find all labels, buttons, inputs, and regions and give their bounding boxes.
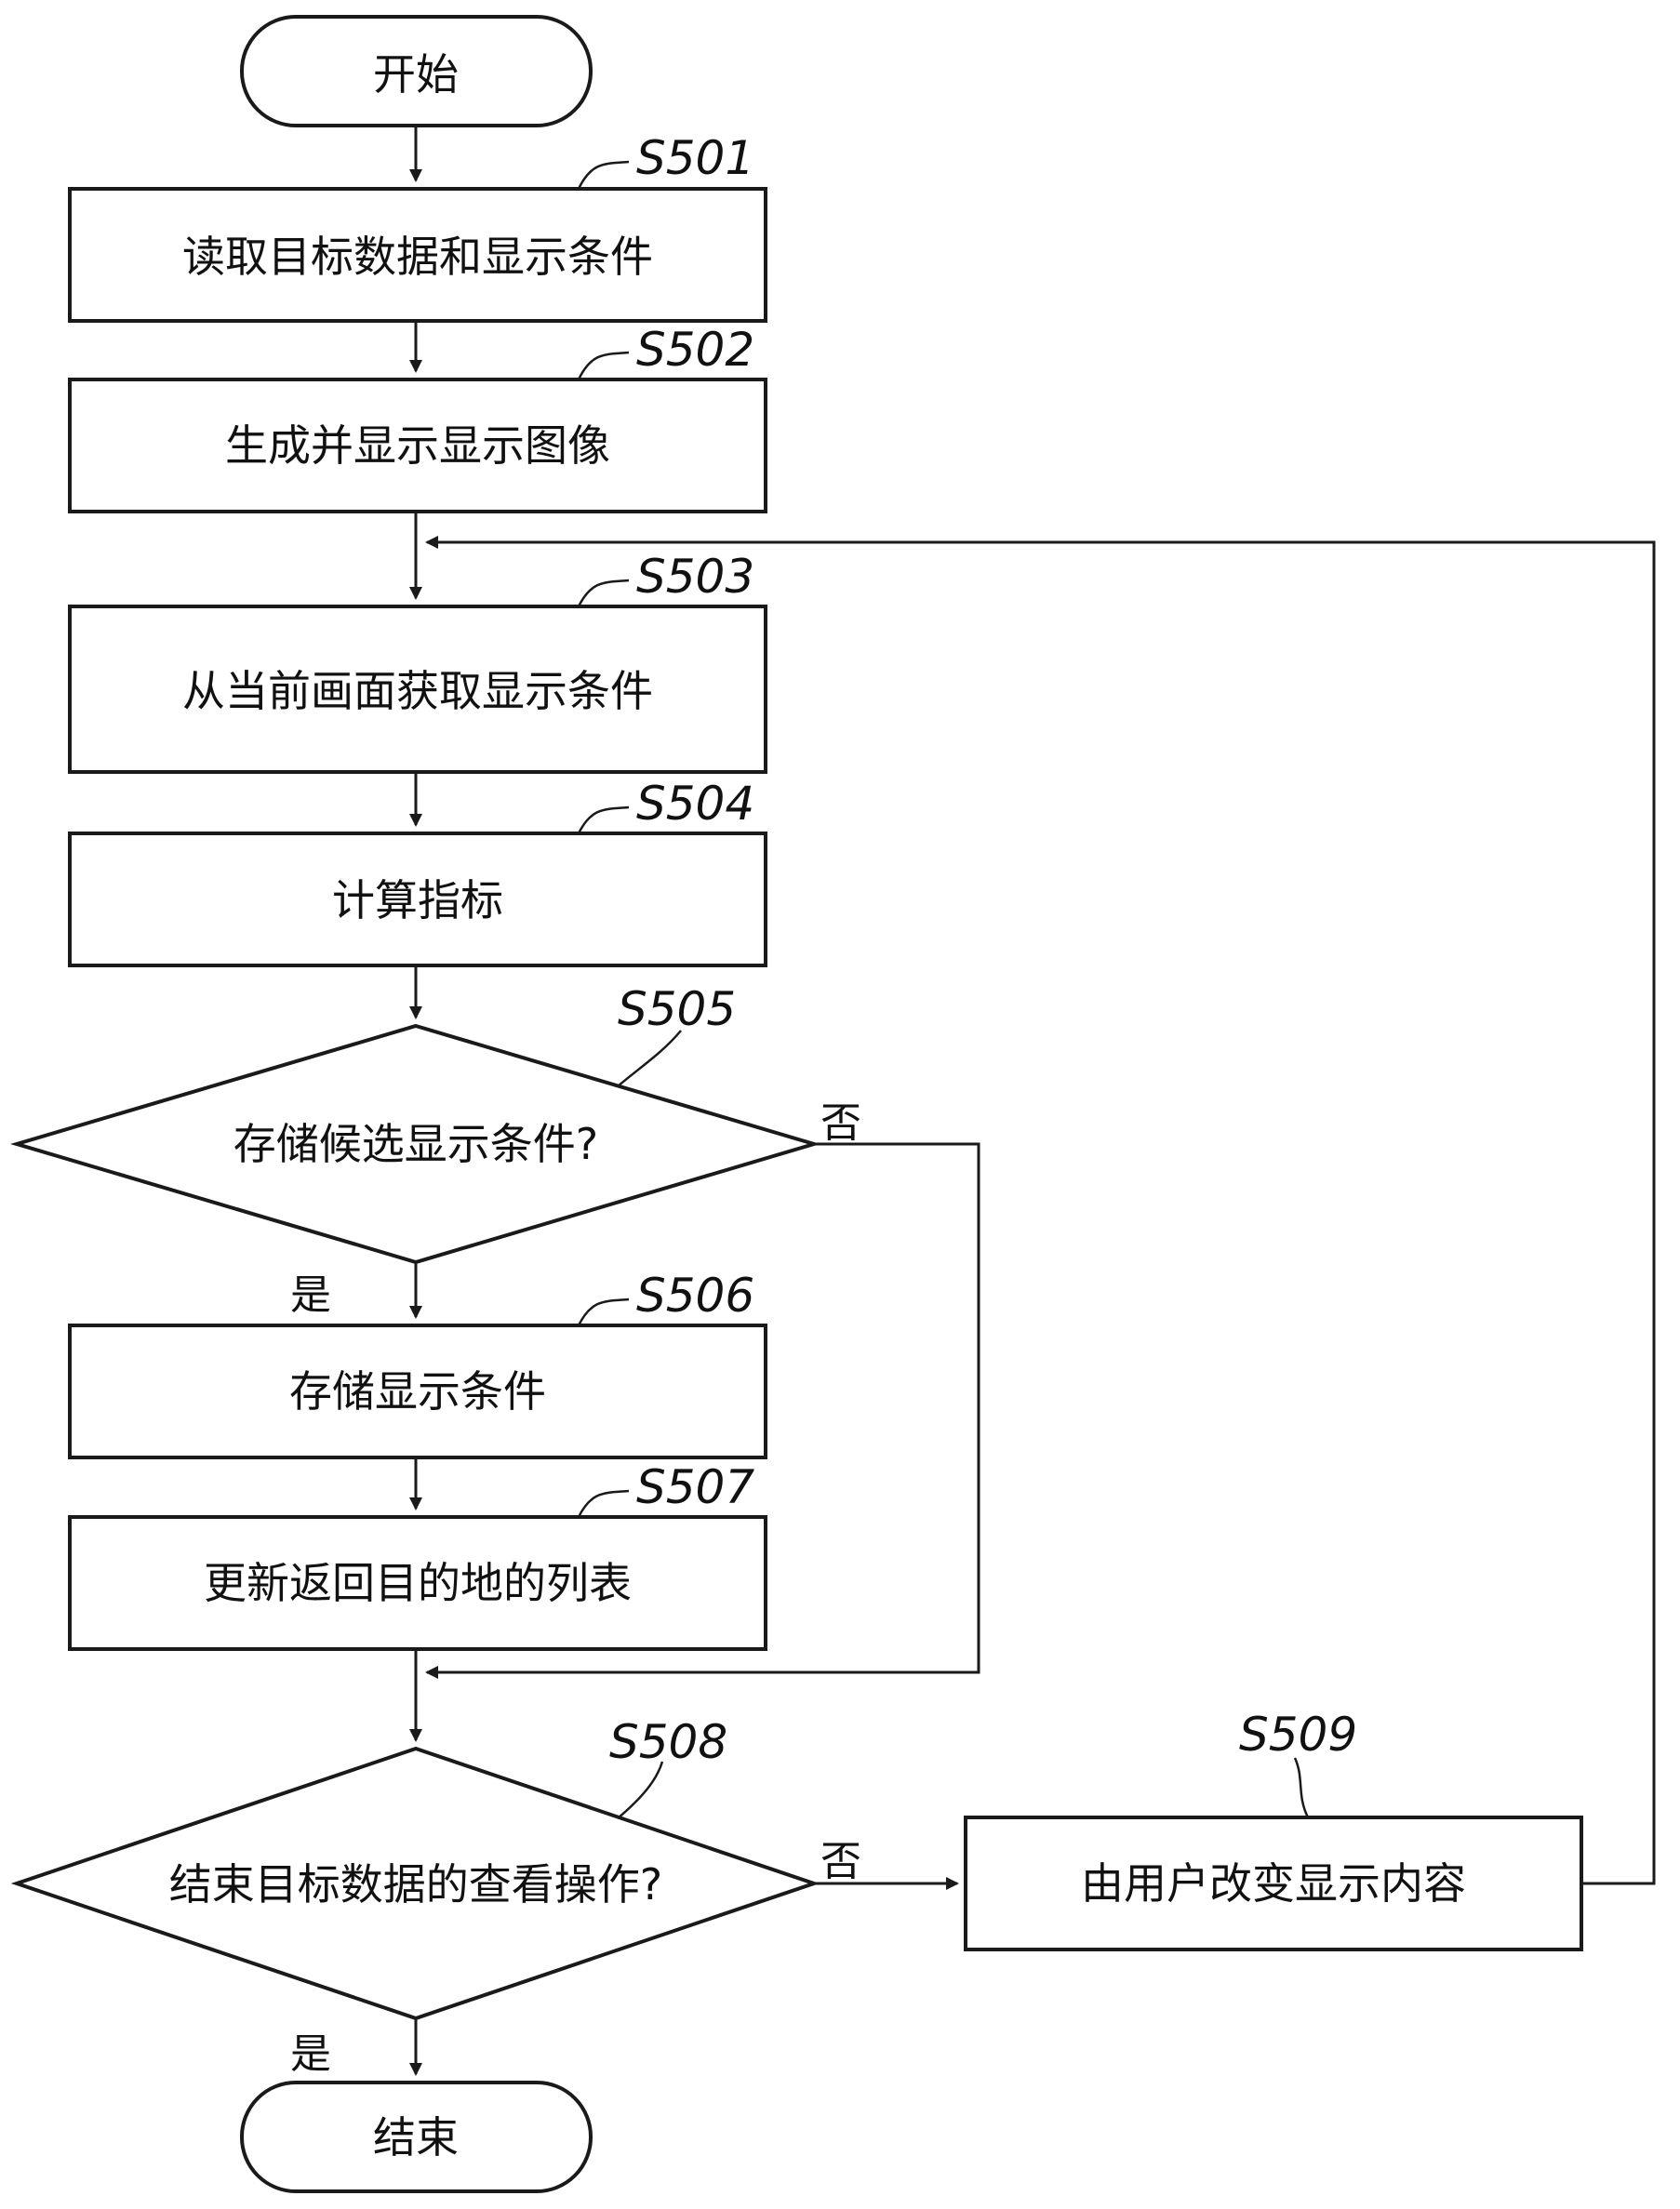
process-s504 [68, 832, 767, 967]
process-s509 [964, 1816, 1583, 1951]
leader-s502 [577, 351, 630, 380]
s508-no-label: 否 [820, 1838, 861, 1885]
s503-step: S503 [636, 550, 754, 604]
loop-back-line [425, 536, 1656, 1885]
s504-label: 计算指标 [332, 875, 503, 925]
s502-step: S502 [636, 323, 754, 377]
leader-s501 [577, 160, 630, 190]
s502-label: 生成并显示显示图像 [225, 420, 610, 471]
s507-label: 更新返回目的地的列表 [204, 1558, 632, 1608]
process-s502 [68, 378, 767, 513]
s506-step: S506 [636, 1269, 754, 1323]
s505-step: S505 [618, 982, 736, 1036]
start-label: 开始 [373, 49, 459, 100]
s503-label: 从当前画面获取显示条件 [182, 666, 653, 716]
leader-s508 [617, 1761, 664, 1819]
leader-s503 [577, 579, 630, 607]
s505-no-label: 否 [820, 1099, 861, 1147]
s508-step: S508 [609, 1715, 727, 1769]
process-s506 [68, 1324, 767, 1459]
process-s503 [68, 605, 767, 774]
leader-s509 [1293, 1757, 1310, 1818]
leader-s504 [577, 805, 630, 834]
s508-label: 结束目标数据的查看操作? [169, 1859, 662, 1910]
s509-step: S509 [1239, 1708, 1357, 1762]
s507-step: S507 [636, 1460, 754, 1514]
s505-label: 存储候选显示条件? [233, 1119, 598, 1169]
leader-s505 [617, 1030, 682, 1087]
s506-label: 存储显示条件 [289, 1366, 546, 1417]
s509-label: 由用户改变显示内容 [1081, 1858, 1466, 1909]
end-label: 结束 [373, 2112, 459, 2162]
leader-s506 [577, 1297, 630, 1326]
s504-step: S504 [636, 777, 754, 831]
s508-yes-label: 是 [290, 2030, 331, 2078]
s501-label: 读取目标数据和显示条件 [182, 232, 653, 282]
s505-yes-label: 是 [290, 1271, 331, 1319]
end-terminal [240, 2081, 593, 2193]
s505-no-branch-line [425, 1142, 980, 1679]
leader-s507 [577, 1489, 630, 1518]
process-s507 [68, 1515, 767, 1651]
s501-step: S501 [636, 131, 754, 185]
process-s501 [68, 187, 767, 323]
